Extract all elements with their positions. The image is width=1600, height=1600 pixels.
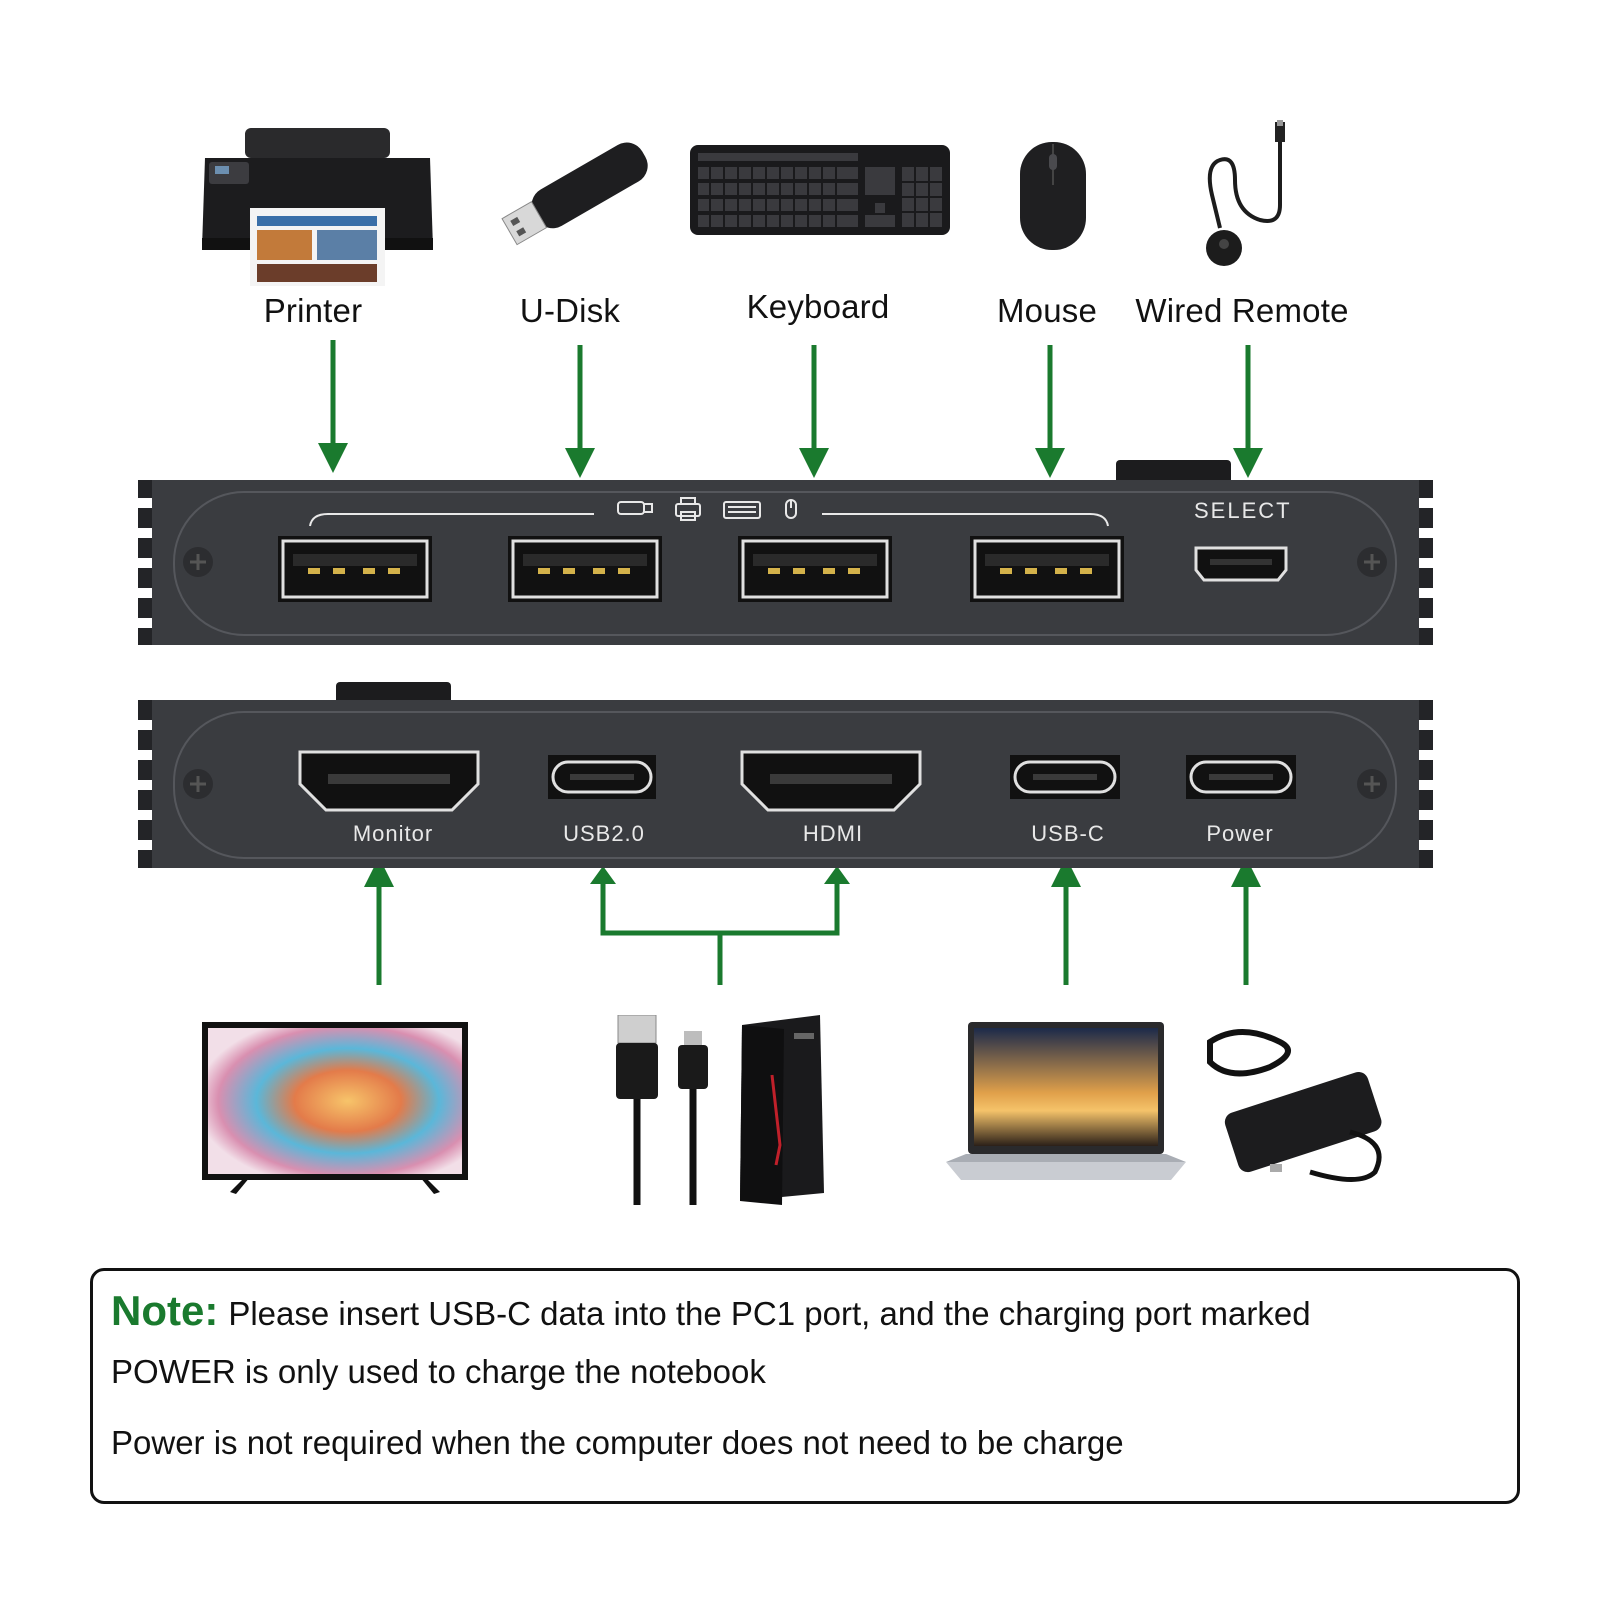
- usb-drive-glyph-icon: [617, 501, 653, 515]
- remote-port: [1194, 546, 1288, 582]
- usb-flash-drive-icon: [501, 142, 648, 246]
- usb-cables-icon: [616, 1015, 708, 1205]
- mouse-glyph-icon: [785, 499, 797, 519]
- power-adapter-icon: [1207, 1029, 1382, 1182]
- port-label-hdmi: HDMI: [802, 821, 864, 846]
- device-label-keyboard: Keyboard: [746, 288, 890, 325]
- screw-left: [183, 769, 213, 799]
- usb-c-port-pc2: [1010, 755, 1120, 799]
- port-label-power: Power: [1206, 821, 1274, 846]
- printer-icon: [202, 128, 433, 286]
- mouse-icon: [1020, 142, 1086, 250]
- usb-a-port-3: [738, 536, 892, 602]
- back-knob: [336, 682, 451, 704]
- screw-left: [183, 547, 213, 577]
- port-label-usb2: USB2.0: [563, 821, 645, 846]
- note-box: Note:Please insert USB-C data into the P…: [90, 1268, 1520, 1504]
- screw-right: [1357, 547, 1387, 577]
- hdmi-port-pc: [740, 750, 922, 812]
- hdmi-port-monitor: [298, 750, 480, 812]
- note-text-1: Please insert USB-C data into the PC1 po…: [228, 1295, 1311, 1332]
- device-label-printer: Printer: [263, 292, 363, 329]
- usb-a-port-1: [278, 536, 432, 602]
- wired-remote-icon: [1206, 120, 1285, 266]
- note-line-2: POWER is only used to charge the noteboo…: [111, 1353, 766, 1390]
- laptop-icon: [946, 1022, 1186, 1180]
- usb-a-port-4: [970, 536, 1124, 602]
- keyboard-glyph-icon: [723, 501, 761, 519]
- screw-right: [1357, 769, 1387, 799]
- keyboard-icon: [690, 145, 950, 235]
- device-label-wired-remote: Wired Remote: [1135, 292, 1349, 329]
- back-panel: [138, 682, 1433, 868]
- port-label-usb-c: USB-C: [1031, 821, 1105, 846]
- device-label-u-disk: U-Disk: [519, 292, 621, 329]
- bracket-pc: [600, 872, 840, 936]
- note-line-1: Note:Please insert USB-C data into the P…: [111, 1287, 1311, 1335]
- desktop-pc-tower-icon: [740, 1015, 824, 1205]
- select-button: [1116, 460, 1231, 484]
- note-title: Note:: [111, 1287, 219, 1334]
- front-panel: [138, 460, 1433, 645]
- port-label-monitor: Monitor: [352, 821, 434, 846]
- usb-c-port-power: [1186, 755, 1296, 799]
- note-line-3: Power is not required when the computer …: [111, 1424, 1124, 1461]
- select-label: SELECT: [1194, 498, 1292, 523]
- device-label-mouse: Mouse: [996, 292, 1098, 329]
- tv-monitor-icon: [202, 1022, 468, 1194]
- usb-c-port-usb2: [548, 755, 656, 799]
- usb-a-port-2: [508, 536, 662, 602]
- printer-glyph-icon: [675, 497, 701, 521]
